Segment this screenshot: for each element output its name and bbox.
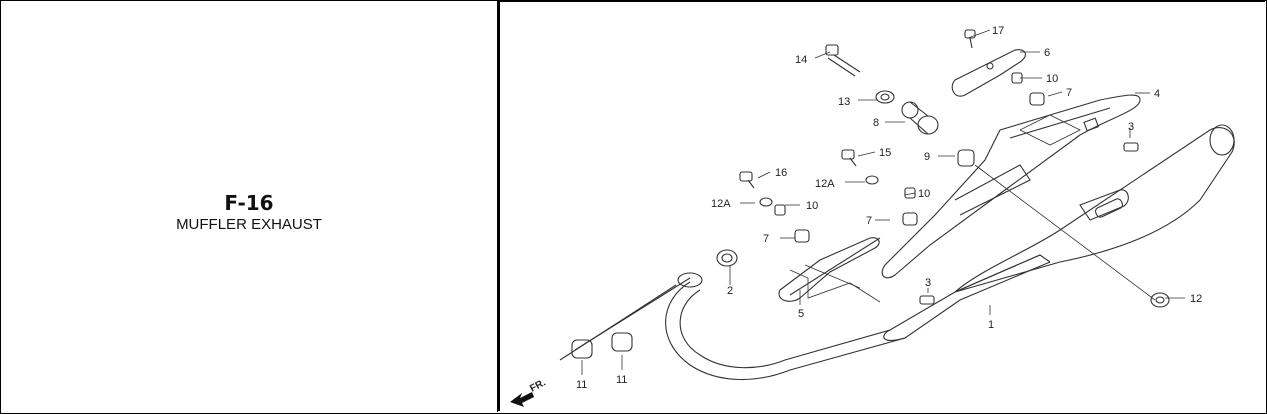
callout-label: 3 xyxy=(1128,121,1134,133)
callout-label: 13 xyxy=(838,96,850,108)
figure-title: MUFFLER EXHAUST xyxy=(176,216,322,233)
diagram-border xyxy=(498,1,1265,411)
exploded-parts-diagram: 17 6 14 10 13 7 4 8 3 15 9 16 12A 10 12A… xyxy=(510,25,1235,407)
callout-label: 11 xyxy=(576,379,587,391)
callout-label: 10 xyxy=(1046,73,1058,85)
callout-label: 10 xyxy=(806,200,818,212)
callout-label: 1 xyxy=(988,319,994,331)
direction-label: FR. xyxy=(528,377,548,394)
lower-bracket xyxy=(778,237,881,302)
muffler-body xyxy=(954,124,1235,293)
callout-label: 12A xyxy=(815,178,835,190)
callout-label: 4 xyxy=(1154,88,1160,100)
callout-labels: 17 6 14 10 13 7 4 8 3 15 9 16 12A 10 12A… xyxy=(576,25,1202,391)
callout-label: 5 xyxy=(798,308,804,320)
heat-shield xyxy=(881,94,1141,279)
leader-lines xyxy=(581,29,1185,375)
callout-label: 12 xyxy=(1190,293,1202,305)
callout-label: 7 xyxy=(1066,87,1072,99)
front-direction-marker: FR. xyxy=(510,377,548,407)
bracket-plate xyxy=(951,49,1026,97)
figure-caption-panel: F-16 MUFFLER EXHAUST xyxy=(1,1,498,412)
callout-label: 8 xyxy=(873,117,879,129)
fasteners xyxy=(571,29,1170,359)
callout-label: 17 xyxy=(992,25,1004,37)
callout-label: 15 xyxy=(879,147,891,159)
callout-label: 16 xyxy=(775,167,787,179)
callout-label: 6 xyxy=(1044,47,1050,59)
callout-label: 12A xyxy=(711,198,731,210)
callout-label: 7 xyxy=(763,233,769,245)
front-arrow-icon xyxy=(510,392,534,407)
callout-label: 7 xyxy=(866,215,872,227)
exhaust-pipe xyxy=(559,254,1051,381)
callout-label: 2 xyxy=(727,285,733,297)
callout-label: 10 xyxy=(918,188,930,200)
callout-label: 11 xyxy=(616,374,627,386)
callout-label: 9 xyxy=(924,151,930,163)
figure-code: F-16 xyxy=(224,191,274,215)
callout-label: 3 xyxy=(925,277,931,289)
callout-label: 14 xyxy=(795,54,807,66)
